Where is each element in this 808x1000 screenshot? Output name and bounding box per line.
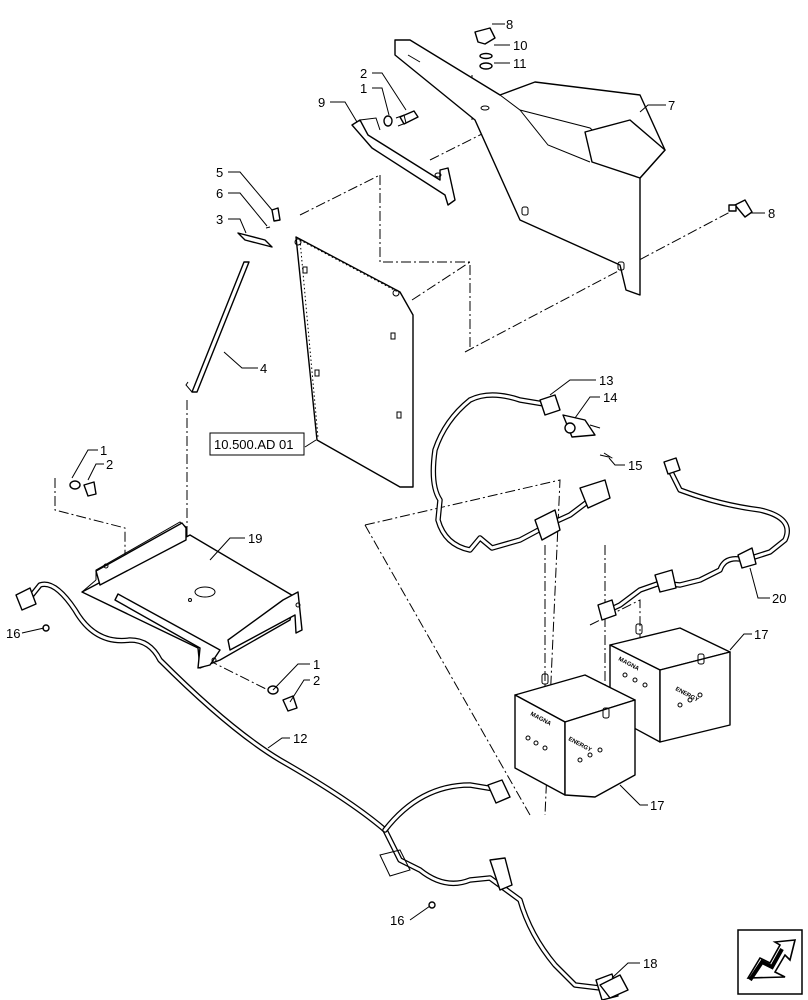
side-panel: [294, 236, 414, 488]
callout-18: 18: [643, 956, 657, 971]
callout-19: 19: [248, 531, 262, 546]
callout-8-right: 8: [768, 206, 775, 221]
part-8-knob-top: [474, 27, 496, 70]
next-page-arrow-icon[interactable]: [737, 929, 803, 995]
callout-7: 7: [668, 98, 675, 113]
callout-14: 14: [603, 390, 617, 405]
part-9-bracket: [351, 117, 456, 206]
leader-lines: [21, 23, 770, 979]
reference-label-box[interactable]: 10.500.AD 01: [209, 432, 305, 456]
callout-2-lower: 2: [313, 673, 320, 688]
part-1-2-bolt-left: [69, 480, 97, 497]
callout-labels: 8 10 11 7 2 1 9 8 5 6 3 4 13 14 15 1 2 1…: [6, 17, 786, 971]
callout-4: 4: [260, 361, 267, 376]
callout-17-rear: 17: [754, 627, 768, 642]
part-7-cover: [394, 39, 666, 296]
callout-2-upper: 2: [360, 66, 367, 81]
callout-1-upper: 1: [360, 81, 367, 96]
callout-3: 3: [216, 212, 223, 227]
part-20-cable: [597, 457, 790, 621]
callout-8-top: 8: [506, 17, 513, 32]
callout-1-left: 1: [100, 443, 107, 458]
part-13-14-cable-switch: [430, 392, 611, 553]
callout-9: 9: [318, 95, 325, 110]
callout-12: 12: [293, 731, 307, 746]
callout-17-front: 17: [650, 798, 664, 813]
callout-11: 11: [513, 56, 527, 71]
reference-label[interactable]: 10.500.AD 01: [214, 437, 294, 452]
callout-5: 5: [216, 165, 223, 180]
part-12-main-cable: [15, 581, 629, 1000]
part-19-battery-tray: [81, 521, 303, 669]
part-3-4-5-6-rod: [185, 207, 281, 393]
callout-16-left: 16: [6, 626, 20, 641]
callout-10: 10: [513, 38, 527, 53]
callout-16-lower: 16: [390, 913, 404, 928]
part-8-knob-right: [728, 199, 753, 218]
callout-2-left: 2: [106, 457, 113, 472]
callout-1-lower: 1: [313, 657, 320, 672]
callout-20: 20: [772, 591, 786, 606]
callout-13: 13: [599, 373, 613, 388]
part-15-pin: [603, 452, 613, 459]
callout-15: 15: [628, 458, 642, 473]
part-16-screws: [42, 624, 436, 909]
callout-6: 6: [216, 186, 223, 201]
part-1-2-bolt-upper: [383, 110, 419, 127]
part-17-battery-front: MAGNA ENERGY: [514, 673, 636, 798]
